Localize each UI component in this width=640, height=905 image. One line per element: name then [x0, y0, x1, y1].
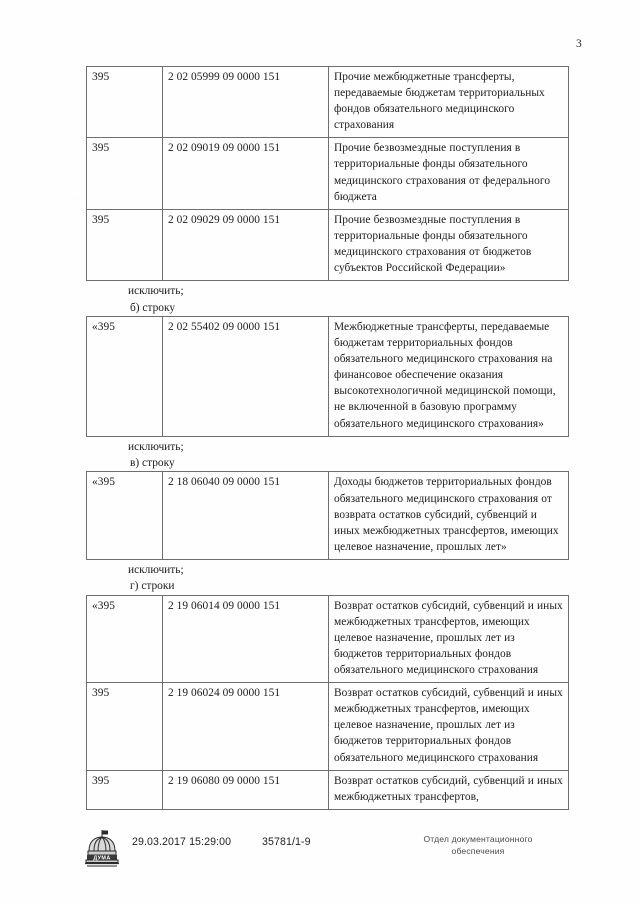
paragraph-line: исключить; — [128, 563, 184, 576]
cell-admin: 395 — [86, 137, 163, 210]
page-footer: ДУМА 29.03.2017 15:29:00 35781/1-9 Отдел… — [0, 827, 640, 885]
cell-name: Прочие безвозмездные поступления в терри… — [328, 208, 569, 282]
cell-code: 2 19 06014 09 0000 151 — [162, 594, 329, 684]
cell-code: 2 19 06024 09 0000 151 — [162, 682, 329, 771]
cell-admin: «395 — [86, 471, 163, 560]
paragraph-after-table-a: исключить; б) строку — [86, 281, 538, 316]
cell-name: Прочие межбюджетные трансферты, передава… — [328, 65, 569, 139]
table-row: «395 2 18 06040 09 0000 151 Доходы бюдже… — [86, 471, 569, 560]
cell-admin: 395 — [86, 769, 163, 810]
paragraph-line: исключить; — [128, 285, 184, 298]
cell-admin: 395 — [86, 65, 163, 139]
cell-admin: 395 — [86, 208, 163, 282]
paragraph-line: г) строки — [130, 580, 175, 593]
table-row: 395 2 19 06024 09 0000 151 Возврат остат… — [86, 682, 569, 771]
table-row: «395 2 02 55402 09 0000 151 Межбюджетные… — [86, 315, 569, 437]
cell-name: Прочие безвозмездные поступления в терри… — [328, 137, 569, 210]
paragraph-line: исключить; — [128, 440, 184, 453]
cell-admin: 395 — [86, 682, 163, 771]
codes-table-c: «395 2 18 06040 09 0000 151 Доходы бюдже… — [86, 471, 569, 560]
table-row: 395 2 02 05999 09 0000 151 Прочие межбюд… — [86, 65, 569, 139]
page-number: 3 — [576, 38, 582, 50]
cell-name: Межбюджетные трансферты, передаваемые бю… — [328, 315, 569, 437]
table-row: 395 2 19 06080 09 0000 151 Возврат остат… — [86, 769, 569, 810]
cell-admin: «395 — [86, 315, 163, 437]
cell-name: Возврат остатков субсидий, субвенций и и… — [328, 769, 569, 810]
cell-name: Доходы бюджетов территориальных фондов о… — [328, 471, 569, 560]
cell-code: 2 02 05999 09 0000 151 — [162, 65, 329, 139]
cell-admin: «395 — [86, 594, 163, 684]
cell-code: 2 19 06080 09 0000 151 — [162, 769, 329, 810]
cell-code: 2 02 09019 09 0000 151 — [162, 137, 329, 210]
cell-name: Возврат остатков субсидий, субвенций и и… — [328, 682, 569, 771]
paragraph-after-table-c: исключить; г) строки — [86, 560, 538, 595]
paragraph-after-table-b: исключить; в) строку — [86, 437, 538, 472]
paragraph-line: в) строку — [130, 457, 175, 469]
footer-department-line: обеспечения — [451, 846, 505, 856]
document-content: 395 2 02 05999 09 0000 151 Прочие межбюд… — [86, 65, 569, 810]
footer-department-line: Отдел документационного — [423, 834, 533, 844]
footer-registration-number: 35781/1-9 — [262, 836, 311, 848]
codes-table-a: 395 2 02 05999 09 0000 151 Прочие межбюд… — [86, 65, 569, 282]
table-row: 395 2 02 09029 09 0000 151 Прочие безвоз… — [86, 208, 569, 282]
footer-timestamp: 29.03.2017 15:29:00 — [132, 836, 232, 848]
cell-code: 2 02 09029 09 0000 151 — [162, 208, 329, 282]
codes-table-d: «395 2 19 06014 09 0000 151 Возврат оста… — [86, 594, 569, 810]
duma-stamp-icon: ДУМА — [80, 829, 124, 869]
table-row: 395 2 02 09019 09 0000 151 Прочие безвоз… — [86, 137, 569, 210]
table-row: «395 2 19 06014 09 0000 151 Возврат оста… — [86, 594, 569, 684]
footer-department: Отдел документационного обеспечения — [388, 833, 568, 857]
codes-table-b: «395 2 02 55402 09 0000 151 Межбюджетные… — [86, 315, 569, 437]
svg-text:ДУМА: ДУМА — [93, 855, 110, 861]
paragraph-line: б) строку — [130, 301, 176, 314]
cell-name: Возврат остатков субсидий, субвенций и и… — [328, 594, 569, 684]
cell-code: 2 02 55402 09 0000 151 — [162, 315, 329, 437]
cell-code: 2 18 06040 09 0000 151 — [162, 471, 329, 560]
